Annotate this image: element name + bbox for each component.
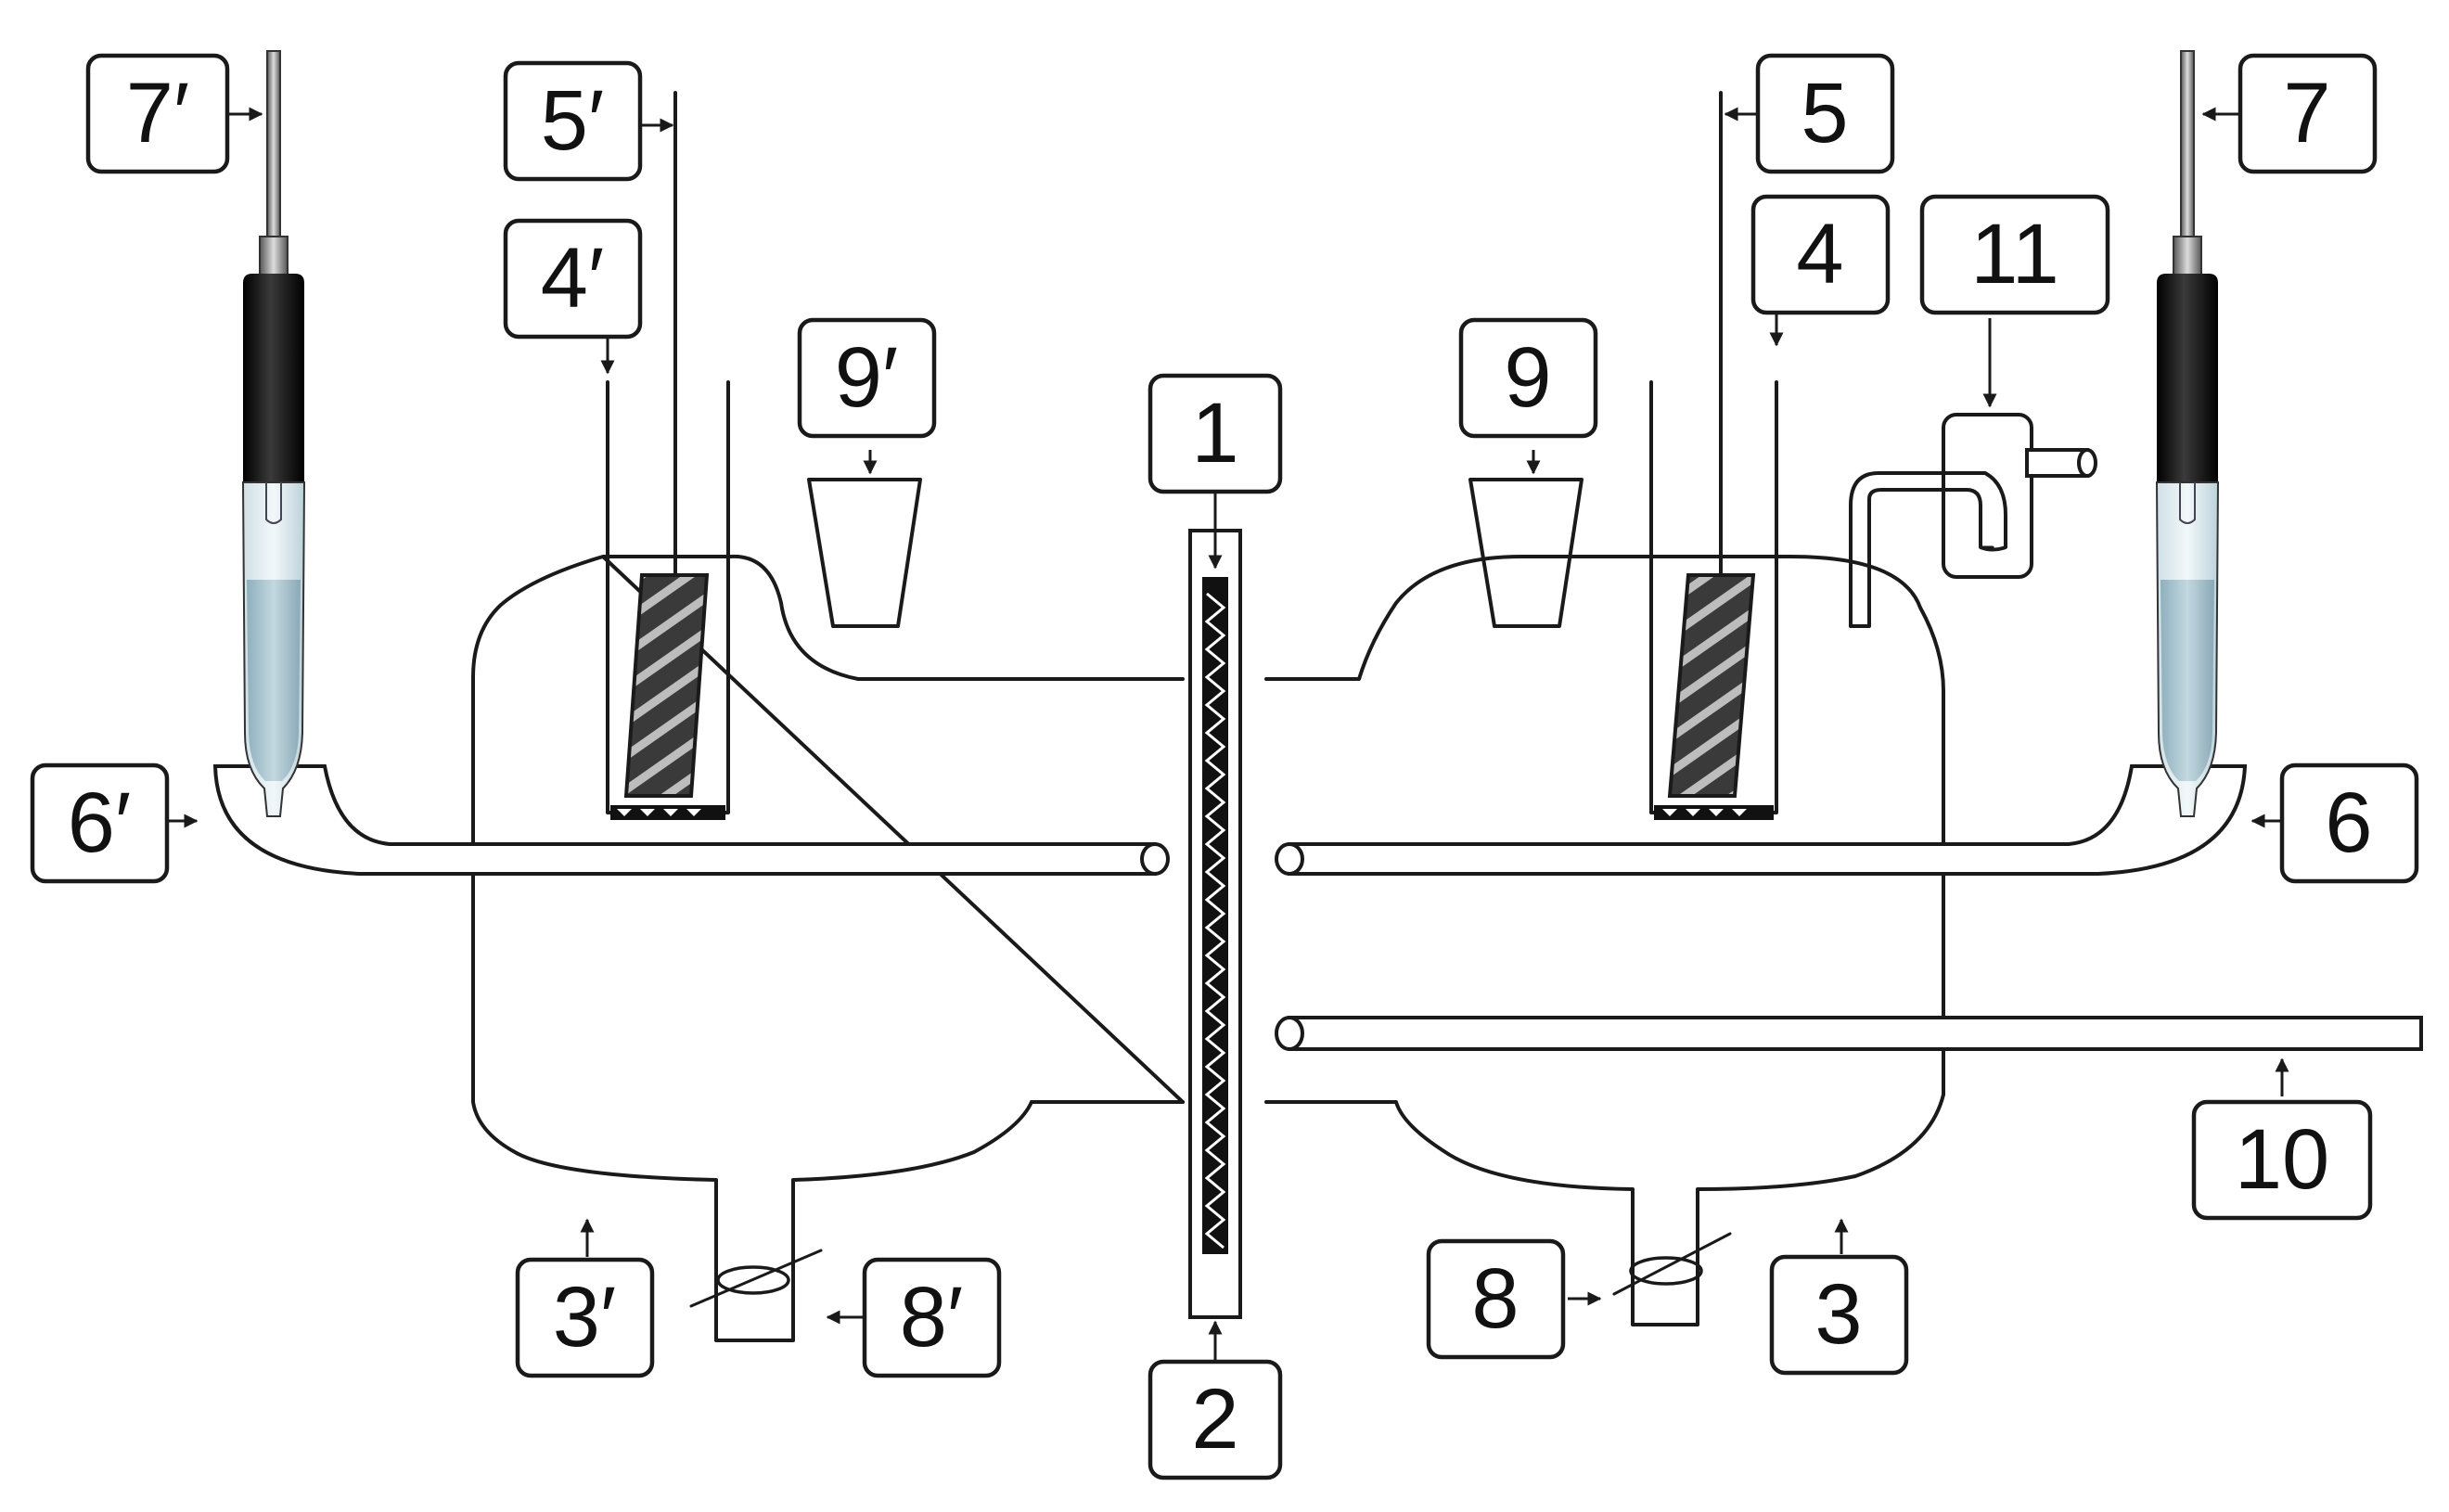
svg-text:11: 11	[1970, 207, 2059, 301]
label-6: 6	[2279, 762, 2419, 884]
label-11: 11	[1919, 194, 2110, 315]
label-5-prime: 5′	[503, 60, 643, 182]
svg-text:2: 2	[1191, 1372, 1238, 1467]
svg-text:5: 5	[1801, 66, 1848, 160]
svg-text:10: 10	[2235, 1112, 2329, 1207]
svg-text:9: 9	[1504, 330, 1551, 425]
svg-text:7′: 7′	[126, 66, 189, 160]
right-reference-electrode	[2155, 50, 2220, 817]
label-8-prime: 8′	[862, 1257, 1002, 1378]
right-electrode	[1667, 573, 1756, 798]
svg-text:8: 8	[1471, 1251, 1519, 1346]
membrane-zigzag	[1204, 592, 1226, 1249]
left-reference-electrode	[241, 50, 306, 817]
label-4-prime: 4′	[503, 218, 643, 340]
label-6-prime: 6′	[30, 762, 170, 884]
outlet-tube	[1288, 1016, 2423, 1051]
svg-text:6′: 6′	[68, 775, 131, 870]
label-10: 10	[2191, 1099, 2373, 1221]
label-9: 9	[1458, 317, 1598, 439]
svg-text:8′: 8′	[900, 1270, 963, 1365]
right-salt-bridge-tube	[1288, 764, 2248, 876]
label-7: 7	[2237, 53, 2378, 174]
svg-text:3: 3	[1814, 1267, 1862, 1362]
gas-trap	[1849, 413, 2097, 628]
membrane	[1202, 577, 1228, 1254]
left-salt-bridge-tube	[212, 764, 1157, 876]
label-7-prime: 7′	[85, 53, 230, 174]
label-1: 1	[1148, 373, 1283, 494]
svg-text:7: 7	[2283, 66, 2330, 160]
svg-text:4′: 4′	[541, 231, 604, 326]
pointer-arrows	[167, 107, 2289, 1362]
label-5: 5	[1755, 53, 1895, 174]
left-chamber-outline	[471, 554, 1185, 1342]
label-8: 8	[1426, 1238, 1566, 1360]
label-3: 3	[1769, 1254, 1909, 1376]
right-drain-valve	[1612, 1232, 1732, 1296]
svg-text:3′: 3′	[553, 1270, 616, 1365]
label-2: 2	[1148, 1359, 1283, 1480]
label-9-prime: 9′	[797, 317, 937, 439]
svg-text:9′: 9′	[835, 330, 898, 425]
svg-text:1: 1	[1191, 386, 1238, 481]
right-funnel	[1468, 478, 1584, 628]
svg-text:5′: 5′	[541, 73, 604, 168]
left-electrode	[623, 573, 710, 798]
svg-text:4: 4	[1796, 207, 1843, 301]
right-chamber-outline	[1264, 555, 1945, 1326]
svg-text:6: 6	[2325, 775, 2372, 870]
label-3-prime: 3′	[515, 1257, 655, 1378]
label-4: 4	[1750, 194, 1891, 315]
left-funnel	[807, 478, 922, 628]
left-drain-valve	[689, 1249, 823, 1308]
